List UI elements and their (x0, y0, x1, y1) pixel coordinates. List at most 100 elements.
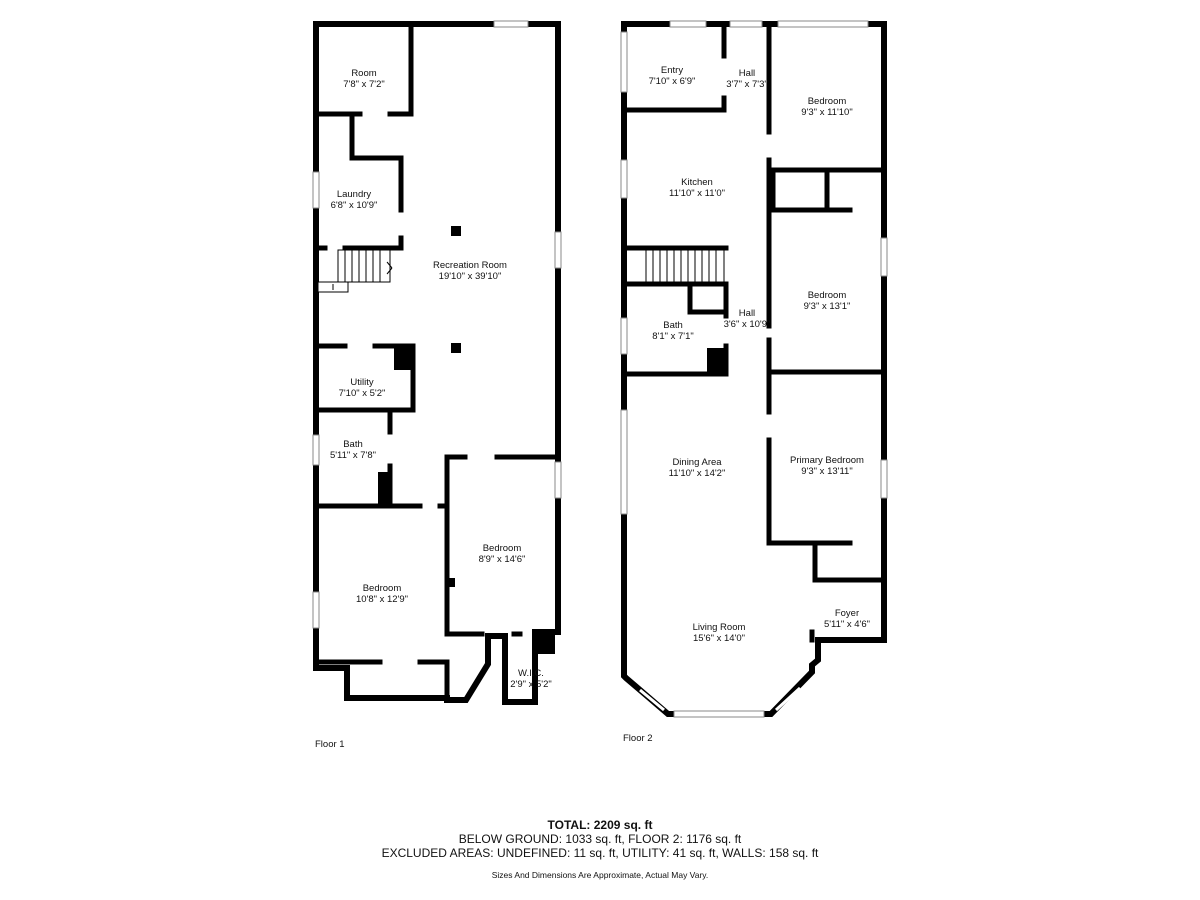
window (880, 237, 888, 277)
room-label: Utility 7'10" x 5'2" (339, 377, 386, 399)
room-name: Dining Area (672, 457, 722, 468)
window (673, 710, 765, 718)
room-name: Foyer (834, 608, 860, 619)
area-breakdown: BELOW GROUND: 1033 sq. ft, FLOOR 2: 1176… (458, 832, 742, 846)
excluded-areas: EXCLUDED AREAS: UNDEFINED: 11 sq. ft, UT… (381, 846, 819, 860)
room-dimensions: 11'10" x 11'0" (669, 188, 725, 199)
disclaimer: Sizes And Dimensions Are Approximate, Ac… (491, 870, 709, 880)
room-name: Living Room (692, 622, 746, 633)
wall (812, 542, 887, 583)
wall (687, 283, 725, 315)
column (451, 343, 461, 353)
floor-2-plan (620, 20, 888, 718)
room-label: Hall 3'7" x 7'3" (726, 68, 768, 90)
fixture (448, 578, 455, 587)
room-label: Foyer 5'11" x 4'6" (824, 608, 870, 630)
wall (444, 454, 468, 635)
room-label: Entry 7'10" x 6'9" (649, 65, 696, 87)
window (312, 591, 320, 629)
room-name: Recreation Room (433, 260, 507, 271)
room-dimensions: 5'11" x 7'8" (329, 450, 377, 461)
chimney (707, 348, 726, 374)
room-name: Entry (660, 65, 684, 76)
room-name: Bedroom (807, 96, 847, 107)
room-label: Bedroom 9'3" x 13'1" (804, 290, 851, 312)
room-name: Bedroom (807, 290, 847, 301)
room-dimensions: 7'8" x 7'2" (343, 79, 385, 90)
fixture (378, 472, 390, 506)
wall (349, 111, 404, 213)
room-dimensions: 3'6" x 10'9" (723, 319, 771, 330)
floor-2-label: Floor 2 (623, 733, 653, 744)
total-area: TOTAL: 2209 sq. ft (547, 818, 653, 832)
floor-1-plan (312, 20, 562, 705)
room-name: Primary Bedroom (790, 455, 864, 466)
area-totals: TOTAL: 2209 sq. ft BELOW GROUND: 1033 sq… (0, 818, 1200, 860)
room-name: Bedroom (482, 543, 522, 554)
room-name: Bath (663, 320, 683, 331)
window (880, 459, 888, 499)
room-label: Bath 5'11" x 7'8" (330, 439, 376, 461)
room-label: Bedroom 10'8" x 12'9" (356, 583, 408, 605)
room-dimensions: 8'9" x 14'6" (478, 554, 526, 565)
column (451, 226, 461, 236)
room-label: Bedroom 9'3" x 11'10" (801, 96, 852, 118)
fixture (535, 632, 555, 654)
room-label: Recreation Room 19'10" x 39'10" (433, 260, 507, 282)
room-label: Living Room 15'6" x 14'0" (693, 622, 746, 644)
room-name: Bedroom (362, 583, 402, 594)
window (620, 317, 628, 355)
room-name: Utility (350, 377, 374, 388)
window (729, 20, 763, 28)
wall (770, 169, 853, 213)
wall (766, 337, 887, 375)
room-dimensions: 7'10" x 6'9" (648, 76, 696, 87)
window (554, 461, 562, 499)
room-dimensions: 11'10" x 14'2" (668, 468, 726, 479)
window (312, 434, 320, 466)
room-dimensions: 9'3" x 11'10" (801, 107, 853, 118)
window (620, 31, 628, 93)
floor-2-exterior-wall (621, 21, 887, 717)
room-dimensions: 5'11" x 4'6" (823, 619, 871, 630)
room-dimensions: 3'7" x 7'3" (726, 79, 768, 90)
room-label: Room 7'8" x 7'2" (343, 68, 385, 90)
wall (387, 21, 414, 117)
room-dimensions: 10'8" x 12'9" (355, 594, 409, 605)
room-name: Laundry (336, 189, 372, 200)
wall (766, 437, 853, 546)
room-label: Hall 3'6" x 10'9" (724, 308, 771, 330)
room-label: Laundry 6'8" x 10'9" (331, 189, 378, 211)
room-name: Bath (343, 439, 363, 450)
staircase-floor-2 (645, 249, 725, 283)
room-name: W.I.C. (518, 668, 544, 679)
window (554, 231, 562, 269)
window (620, 159, 628, 199)
room-label: W.I.C. 2'9" x 5'2" (510, 668, 552, 690)
room-name: Kitchen (681, 177, 713, 188)
window (620, 409, 628, 515)
room-name: Hall (738, 308, 756, 319)
room-label: Kitchen 11'10" x 11'0" (669, 177, 725, 199)
window (777, 20, 869, 28)
chimney (394, 346, 413, 370)
window (669, 20, 707, 28)
room-dimensions: 19'10" x 39'10" (438, 271, 502, 282)
room-dimensions: 8'1" x 7'1" (652, 331, 694, 342)
room-dimensions: 15'6" x 14'0" (692, 633, 746, 644)
wall (342, 235, 404, 251)
room-dimensions: 7'10" x 5'2" (338, 388, 386, 399)
staircase-floor-1 (317, 249, 393, 293)
room-dimensions: 9'3" x 13'11" (801, 466, 853, 477)
room-dimensions: 9'3" x 13'1" (803, 301, 851, 312)
window (312, 171, 320, 209)
room-dimensions: 6'8" x 10'9" (330, 200, 378, 211)
room-dimensions: 2'9" x 5'2" (510, 679, 552, 690)
wall (621, 281, 729, 319)
room-name: Hall (738, 68, 756, 79)
room-label: Primary Bedroom 9'3" x 13'11" (790, 455, 864, 477)
room-label: Bath 8'1" x 7'1" (652, 320, 694, 342)
room-label: Dining Area 11'10" x 14'2" (669, 457, 726, 479)
room-label: Bedroom 8'9" x 14'6" (479, 543, 526, 565)
